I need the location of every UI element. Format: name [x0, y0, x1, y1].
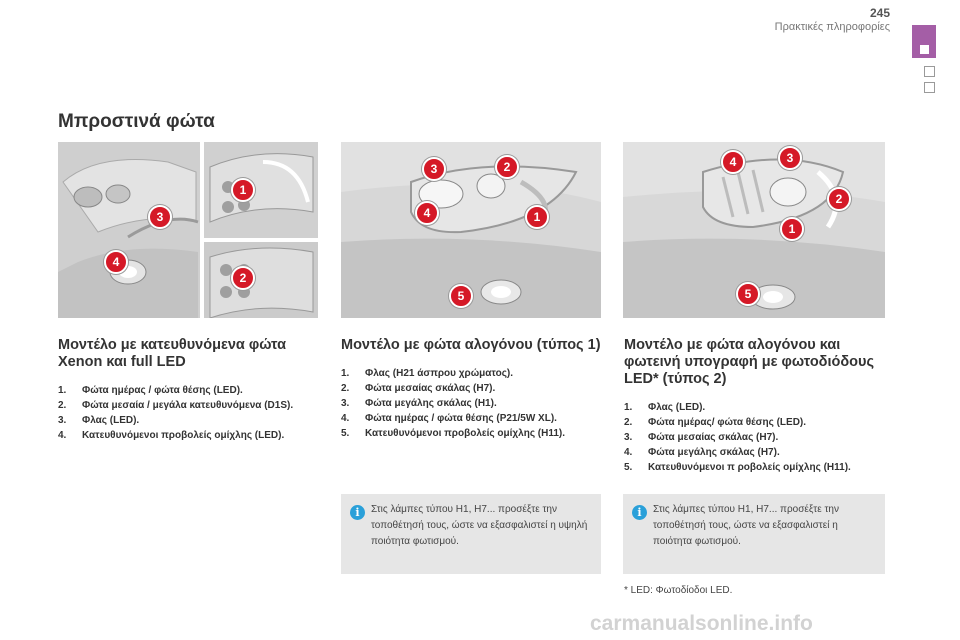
- marker-4-badge: 4: [721, 150, 745, 174]
- note-text: Στις λάμπες τύπου H1, H7... προσέξτε την…: [371, 504, 588, 547]
- tab-box-icon: [924, 66, 935, 77]
- list-item: 2.Φώτα μεσαίας σκάλας (H7).: [341, 383, 496, 394]
- headlight-photo-halogen-type2: 4 3 2 1 5: [623, 142, 885, 318]
- watermark: carmanualsonline.info: [590, 612, 813, 635]
- list-item: 4.Φώτα ημέρας / φώτα θέσης (P21/5W XL).: [341, 413, 557, 424]
- headlight-photo-halogen-type1: 3 2 4 1 5: [341, 142, 601, 318]
- page-number: 245: [869, 6, 890, 20]
- list-item: 4.Κατευθυνόμενοι προβολείς ομίχλης (LED)…: [58, 430, 285, 441]
- marker-5-badge: 5: [449, 284, 473, 308]
- marker-4-badge: 4: [104, 250, 128, 274]
- bulb-list: 1.Φώτα ημέρας / φώτα θέσης (LED). 2.Φώτα…: [58, 383, 322, 443]
- marker-2-badge: 2: [495, 155, 519, 179]
- headlight-photo-xenon: 1 3 4 2: [58, 142, 318, 318]
- marker-4-badge: 4: [415, 201, 439, 225]
- marker-3-badge: 3: [778, 146, 802, 170]
- info-note: i Στις λάμπες τύπου H1, H7... προσέξτε τ…: [341, 494, 601, 574]
- marker-2-badge: 2: [827, 187, 851, 211]
- info-note: i Στις λάμπες τύπου H1, H7... προσέξτε τ…: [623, 494, 885, 574]
- column-halogen-type1: Μοντέλο με φώτα αλογόνου (τύπος 1) 1.Φλα…: [341, 337, 605, 441]
- list-item: 1.Φώτα ημέρας / φώτα θέσης (LED).: [58, 385, 243, 396]
- chapter-tab-marker: [920, 45, 929, 54]
- list-item: 2.Φώτα ημέρας/ φώτα θέσης (LED).: [624, 417, 807, 428]
- tab-box-icon: [924, 82, 935, 93]
- footnote: * LED: Φωτοδίοδοι LED.: [624, 585, 733, 596]
- list-item: 3.Φλας (LED).: [58, 415, 140, 426]
- marker-5-badge: 5: [736, 282, 760, 306]
- column-heading: Μοντέλο με κατευθυνόμενα φώτα Xenon και …: [58, 337, 287, 370]
- headlight-illustration: [58, 142, 318, 318]
- list-item: 1.Φλας (LED).: [624, 402, 706, 413]
- column-heading: Μοντέλο με φώτα αλογόνου (τύπος 1): [341, 337, 601, 353]
- column-xenon-led: Μοντέλο με κατευθυνόμενα φώτα Xenon και …: [58, 337, 322, 443]
- list-item: 4.Φώτα μεγάλης σκάλας (H7).: [624, 447, 780, 458]
- marker-1-badge: 1: [780, 217, 804, 241]
- marker-2-badge: 2: [231, 266, 255, 290]
- column-halogen-type2: Μοντέλο με φώτα αλογόνου και φωτεινή υπο…: [624, 337, 894, 475]
- marker-3-badge: 3: [148, 205, 172, 229]
- list-item: 5.Κατευθυνόμενοι προβολείς ομίχλης (H11)…: [341, 428, 566, 439]
- list-item: 3.Φώτα μεγάλης σκάλας (H1).: [341, 398, 497, 409]
- list-item: 3.Φώτα μεσαίας σκάλας (H7).: [624, 432, 779, 443]
- page-title: Μπροστινά φώτα: [58, 111, 215, 132]
- list-item: 1.Φλας (H21 άσπρου χρώματος).: [341, 368, 514, 379]
- list-item: 2.Φώτα μεσαία / μεγάλα κατευθυνόμενα (D1…: [58, 400, 294, 411]
- marker-3-badge: 3: [422, 157, 446, 181]
- chapter-tab: [912, 25, 936, 58]
- list-item: 5.Κατευθυνόμενοι π ροβολείς ομίχλης (H11…: [624, 462, 851, 473]
- info-icon: i: [350, 505, 365, 520]
- marker-1-badge: 1: [231, 178, 255, 202]
- bulb-list: 1.Φλας (H21 άσπρου χρώματος). 2.Φώτα μεσ…: [341, 366, 605, 441]
- info-icon: i: [632, 505, 647, 520]
- marker-1-badge: 1: [525, 205, 549, 229]
- column-heading: Μοντέλο με φώτα αλογόνου και φωτεινή υπο…: [624, 337, 874, 387]
- bulb-list: 1.Φλας (LED). 2.Φώτα ημέρας/ φώτα θέσης …: [624, 400, 894, 475]
- section-label: Πρακτικές πληροφορίες: [774, 21, 890, 33]
- note-text: Στις λάμπες τύπου H1, H7... προσέξτε την…: [653, 504, 839, 547]
